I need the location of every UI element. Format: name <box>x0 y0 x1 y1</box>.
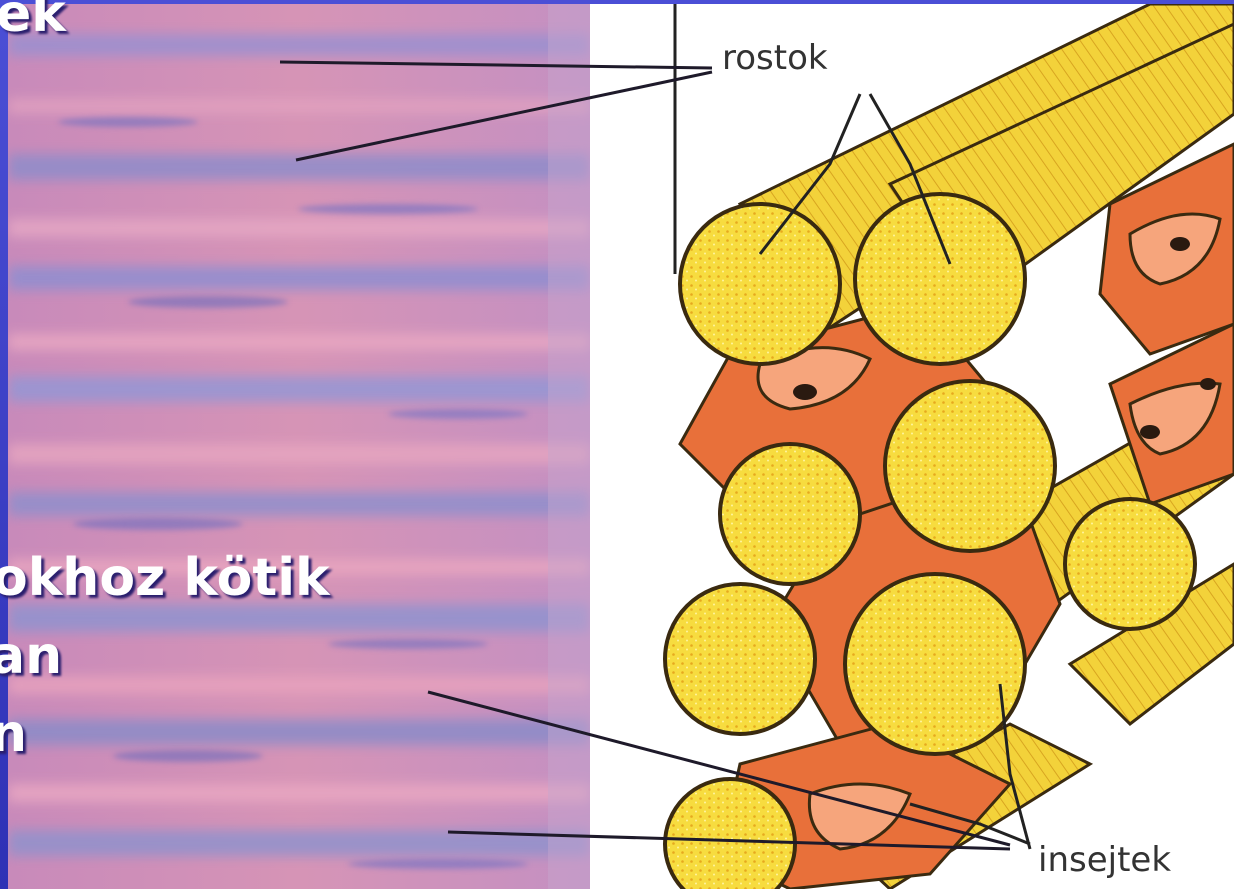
rostok-leader-to-micrograph-1 <box>280 62 712 68</box>
slide-body-line-2: an <box>0 626 62 686</box>
slide-body-line-3: n <box>0 704 27 764</box>
insejtek-leader-to-micrograph-2 <box>448 832 1010 849</box>
insejtek-leader-to-micrograph-1 <box>428 692 1010 845</box>
slide-body-line-1: okhoz kötik <box>0 548 330 608</box>
rostok-leader-to-micrograph-2 <box>296 72 712 160</box>
slide-title-fragment: ek <box>0 0 66 44</box>
